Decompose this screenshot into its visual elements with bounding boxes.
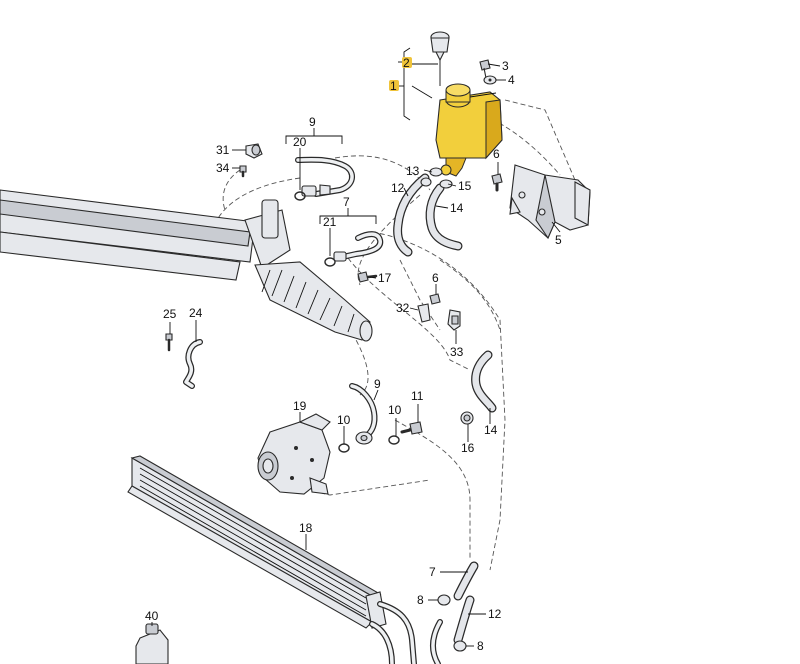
bolt-6b <box>429 293 441 305</box>
bolt-3 <box>479 59 491 79</box>
callout-10b: 10 <box>388 403 402 417</box>
highlight-badge-1 <box>389 80 399 91</box>
callout-18: 18 <box>299 521 313 535</box>
clamp-16 <box>460 411 474 425</box>
steering-rack <box>0 189 373 342</box>
bolt-25 <box>165 333 173 352</box>
callout-14a: 14 <box>450 201 464 215</box>
clamp-8b <box>453 640 467 652</box>
callout-9a: 9 <box>309 115 316 129</box>
callout-14b: 14 <box>484 423 498 437</box>
banjo-bolt-31 <box>245 143 263 159</box>
callout-13: 13 <box>406 164 420 178</box>
reservoir-cap-dipstick <box>430 31 450 86</box>
o-ring-20 <box>294 191 306 201</box>
callout-25: 25 <box>163 307 177 321</box>
hose-12-lower <box>430 595 475 664</box>
callout-20: 20 <box>293 135 307 149</box>
reservoir-bracket <box>509 164 591 240</box>
power-steering-pump <box>257 413 331 495</box>
bolt-6a <box>491 173 503 192</box>
cooler-fins <box>139 467 367 617</box>
callout-24: 24 <box>189 306 203 320</box>
bolt-17 <box>357 271 378 283</box>
callout-7a: 7 <box>343 195 350 209</box>
highlight-badge-2 <box>402 57 412 68</box>
callout-33: 33 <box>450 345 464 359</box>
callout-2: 2 <box>403 56 410 70</box>
hose-12-upper <box>393 173 430 257</box>
bellows-ribs <box>261 269 355 333</box>
hose-14-lower <box>471 350 497 413</box>
callout-8a: 8 <box>417 593 424 607</box>
callout-12b: 12 <box>488 607 502 621</box>
callout-34: 34 <box>216 161 230 175</box>
callout-12a: 12 <box>391 181 405 195</box>
callout-16: 16 <box>461 441 475 455</box>
callout-7b: 7 <box>429 565 436 579</box>
callout-5: 5 <box>555 233 562 247</box>
callout-3: 3 <box>502 59 509 73</box>
callout-labels: 1 2 3 4 5 6 6 7 7 8 8 9 9 10 10 11 12 12… <box>145 56 562 653</box>
hose-14-upper <box>425 183 463 251</box>
pressure-line-9-lower <box>349 383 378 445</box>
callout-17: 17 <box>378 271 392 285</box>
callout-21: 21 <box>323 215 337 229</box>
part-40 <box>135 623 169 664</box>
nut-4 <box>483 75 497 85</box>
callout-1: 1 <box>390 79 397 93</box>
callout-9b: 9 <box>374 377 381 391</box>
group-brackets <box>285 47 411 224</box>
banjo-bolt-11 <box>400 421 423 435</box>
callout-15: 15 <box>458 179 472 193</box>
o-ring-21 <box>324 257 336 267</box>
callout-10a: 10 <box>337 413 351 427</box>
clamps-13-15 <box>420 167 453 189</box>
callout-4: 4 <box>508 73 515 87</box>
cooler-lines <box>369 601 417 664</box>
clip-33 <box>447 309 461 331</box>
line-7-upper <box>333 231 384 262</box>
callout-31: 31 <box>216 143 230 157</box>
fluid-reservoir <box>435 83 503 177</box>
callout-32: 32 <box>396 301 410 315</box>
bolt-34 <box>239 165 247 178</box>
callout-19: 19 <box>293 399 307 413</box>
clip-32 <box>417 303 431 323</box>
callout-6a: 6 <box>493 147 500 161</box>
bracket-24 <box>183 339 203 389</box>
seal-10a <box>338 443 350 453</box>
seal-10b <box>388 435 400 445</box>
oil-cooler <box>127 455 387 629</box>
pressure-line-9-upper <box>295 156 355 197</box>
callout-6b: 6 <box>432 271 439 285</box>
callout-8b: 8 <box>477 639 484 653</box>
hose-7-lower <box>453 561 479 601</box>
leader-lines <box>151 63 561 647</box>
clamp-8a <box>437 594 451 606</box>
callout-40: 40 <box>145 609 159 623</box>
callout-11: 11 <box>411 389 424 403</box>
